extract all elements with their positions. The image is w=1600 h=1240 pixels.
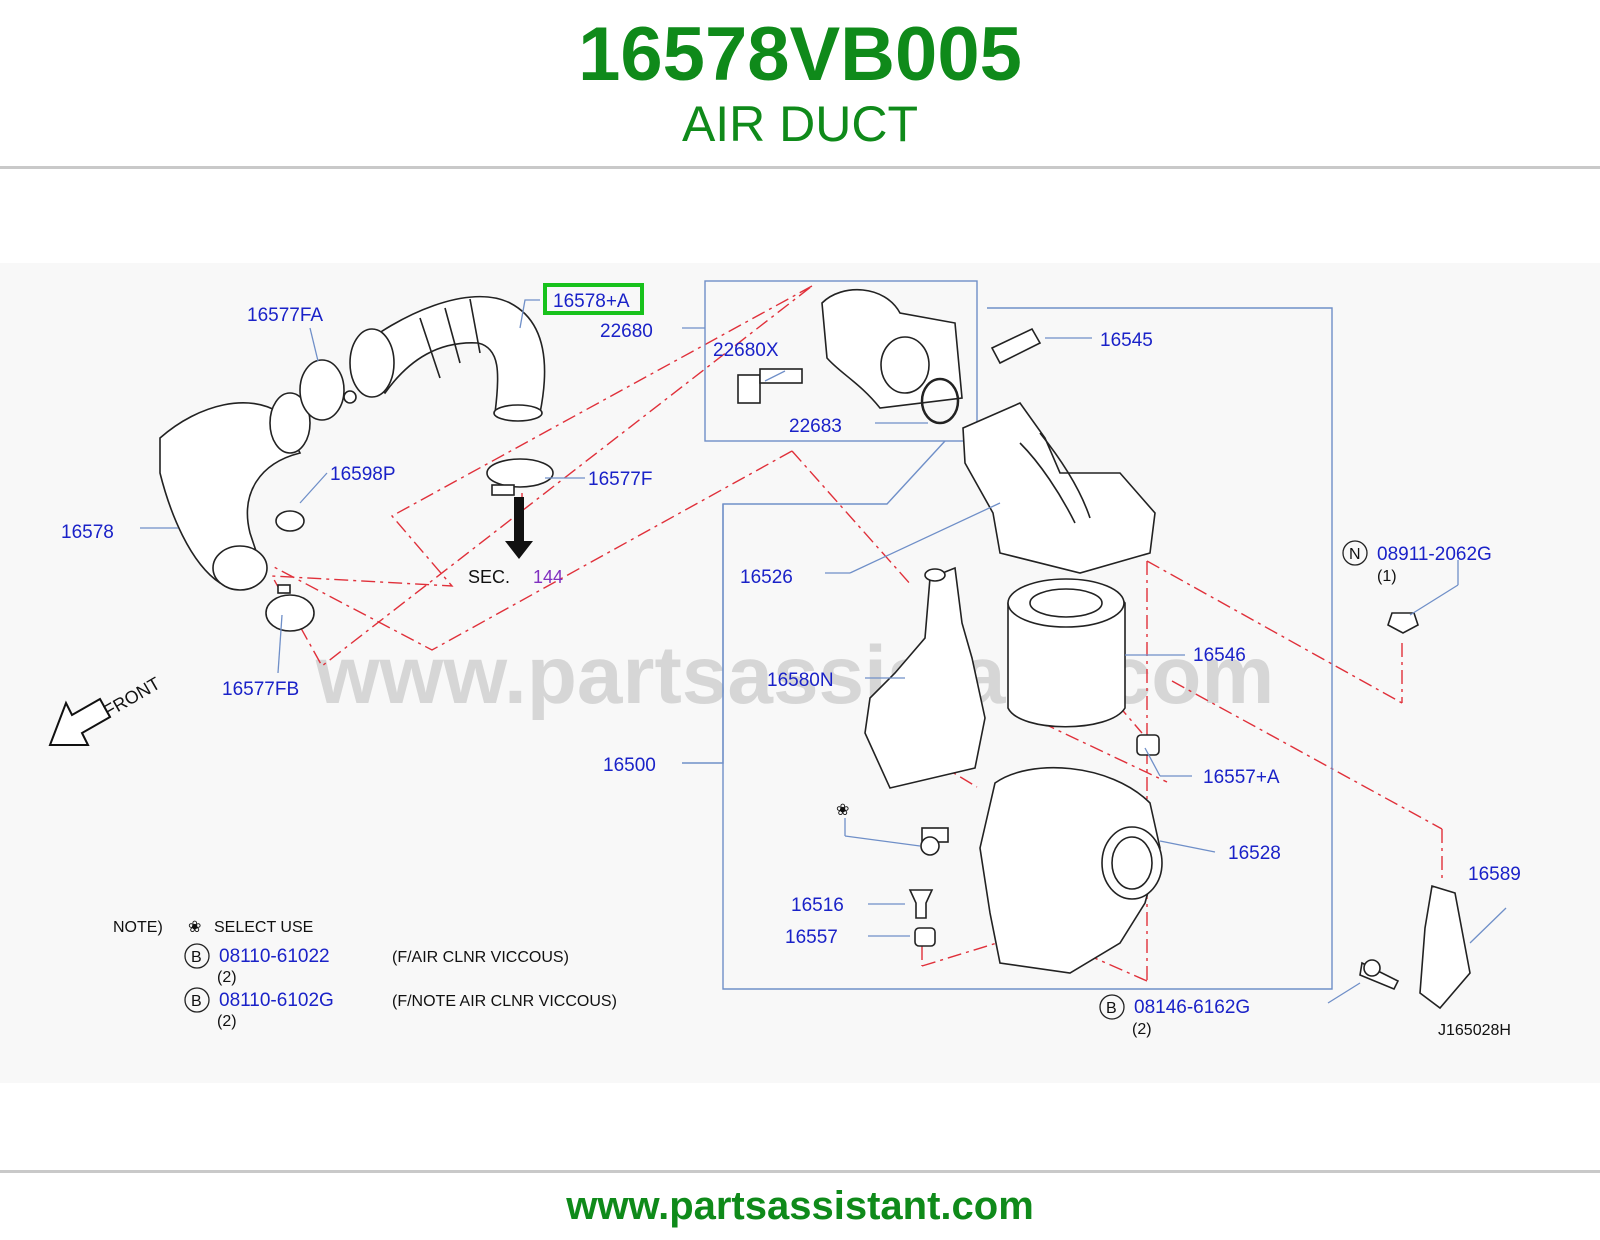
callout-16589[interactable]: 16589 <box>1468 864 1521 885</box>
callout-16500[interactable]: 16500 <box>603 755 656 776</box>
callout-16516[interactable]: 16516 <box>791 895 844 916</box>
n-badge-icon <box>1342 540 1368 566</box>
callout-22683[interactable]: 22683 <box>789 416 842 437</box>
note-b-badge-letter: B <box>191 949 202 966</box>
note-b-badge-2-icon <box>184 987 210 1013</box>
note-select-mark-icon: ❀ <box>188 919 201 936</box>
callout-08146-qty: (2) <box>1132 1021 1152 1038</box>
air-duct-resonator-icon <box>159 392 311 591</box>
hose-clamp-fa-icon <box>299 359 357 421</box>
bracket-icon <box>1419 884 1471 1010</box>
note-select-use: SELECT USE <box>214 919 313 936</box>
callout-16578[interactable]: 16578 <box>61 522 114 543</box>
air-cleaner-cover-icon <box>962 402 1156 574</box>
callout-08911-qty: (1) <box>1377 568 1397 585</box>
air-filter-element-icon <box>1007 578 1126 728</box>
note-b-badge-icon <box>184 943 210 969</box>
b-badge-icon <box>1099 994 1125 1020</box>
hose-clamp-f-icon <box>486 458 554 496</box>
diagram-canvas: www.partsassistant.com <box>48 280 1521 1039</box>
note-row2-qty: (2) <box>217 1013 237 1030</box>
callout-22680[interactable]: 22680 <box>600 321 653 342</box>
callout-16580n[interactable]: 16580N <box>767 670 834 691</box>
front-label: FRONT <box>100 673 164 721</box>
note-row1-qty: (2) <box>217 969 237 986</box>
footer-divider <box>0 1170 1600 1173</box>
sec-label: SEC. <box>468 567 510 587</box>
flow-sensor-icon <box>737 368 803 404</box>
note-row2-desc: (F/NOTE AIR CLNR VICCOUS) <box>392 993 617 1010</box>
callout-16546[interactable]: 16546 <box>1193 645 1246 666</box>
air-flow-meter-icon <box>821 288 963 409</box>
front-arrow-icon <box>48 697 112 746</box>
footer-url-link[interactable]: www.partsassistant.com <box>566 1184 1034 1228</box>
note-label: NOTE) <box>113 919 163 936</box>
parts-diagram: www.partsassistant.com <box>0 263 1600 1083</box>
sec-number-link[interactable]: 144 <box>533 567 563 587</box>
selected-part-highlight <box>543 283 644 315</box>
part-drawings <box>159 288 1471 1010</box>
callout-16545[interactable]: 16545 <box>1100 330 1153 351</box>
header-divider <box>0 166 1600 169</box>
mounting-rubber-a-icon <box>1136 734 1160 756</box>
callout-16598p[interactable]: 16598P <box>330 464 396 485</box>
part-number-title: 16578VB005 <box>578 12 1022 97</box>
o-ring-icon <box>920 377 960 425</box>
bracket-bolt-icon <box>1359 959 1400 991</box>
nut-icon <box>1387 612 1419 634</box>
mounting-rubber-icon <box>914 927 936 947</box>
callout-22680x[interactable]: 22680X <box>713 340 779 361</box>
duct-pad-icon <box>990 327 1042 365</box>
sec-arrow-icon <box>505 497 533 559</box>
group-boxes <box>682 280 1333 990</box>
air-cleaner-body-icon <box>979 766 1163 974</box>
note-row1-desc: (F/AIR CLNR VICCOUS) <box>392 949 569 966</box>
callout-16578-a[interactable]: 16578+A <box>553 291 630 312</box>
b-badge-letter: B <box>1106 1000 1117 1017</box>
part-name-subtitle: AIR DUCT <box>681 96 919 152</box>
note-b-badge-2-letter: B <box>191 993 202 1010</box>
callout-16577fa[interactable]: 16577FA <box>247 305 323 326</box>
n-badge-letter: N <box>1349 546 1361 563</box>
callout-16526[interactable]: 16526 <box>740 567 793 588</box>
callout-16577f[interactable]: 16577F <box>588 469 652 490</box>
drawing-id: J165028H <box>1438 1022 1511 1039</box>
select-mark-icon: ❀ <box>836 802 849 819</box>
callout-16528[interactable]: 16528 <box>1228 843 1281 864</box>
callout-08911-2062g[interactable]: 08911-2062G <box>1377 544 1492 565</box>
select-bolt-icon <box>920 827 949 856</box>
callout-16577fb[interactable]: 16577FB <box>222 679 299 700</box>
hose-clamp-p-icon <box>275 510 305 532</box>
note-part-08110-61022[interactable]: 08110-61022 <box>219 946 330 967</box>
resonator-icon <box>864 566 986 789</box>
clip-icon <box>908 889 934 919</box>
callout-16557-a[interactable]: 16557+A <box>1203 767 1280 788</box>
note-part-08110-6102g[interactable]: 08110-6102G <box>219 990 334 1011</box>
callout-08146-6162g[interactable]: 08146-6162G <box>1134 997 1250 1018</box>
callout-16557[interactable]: 16557 <box>785 927 838 948</box>
callout-leader-lines <box>140 299 1507 1004</box>
flexible-air-duct-icon <box>349 295 546 422</box>
hose-clamp-fb-icon <box>265 584 315 632</box>
